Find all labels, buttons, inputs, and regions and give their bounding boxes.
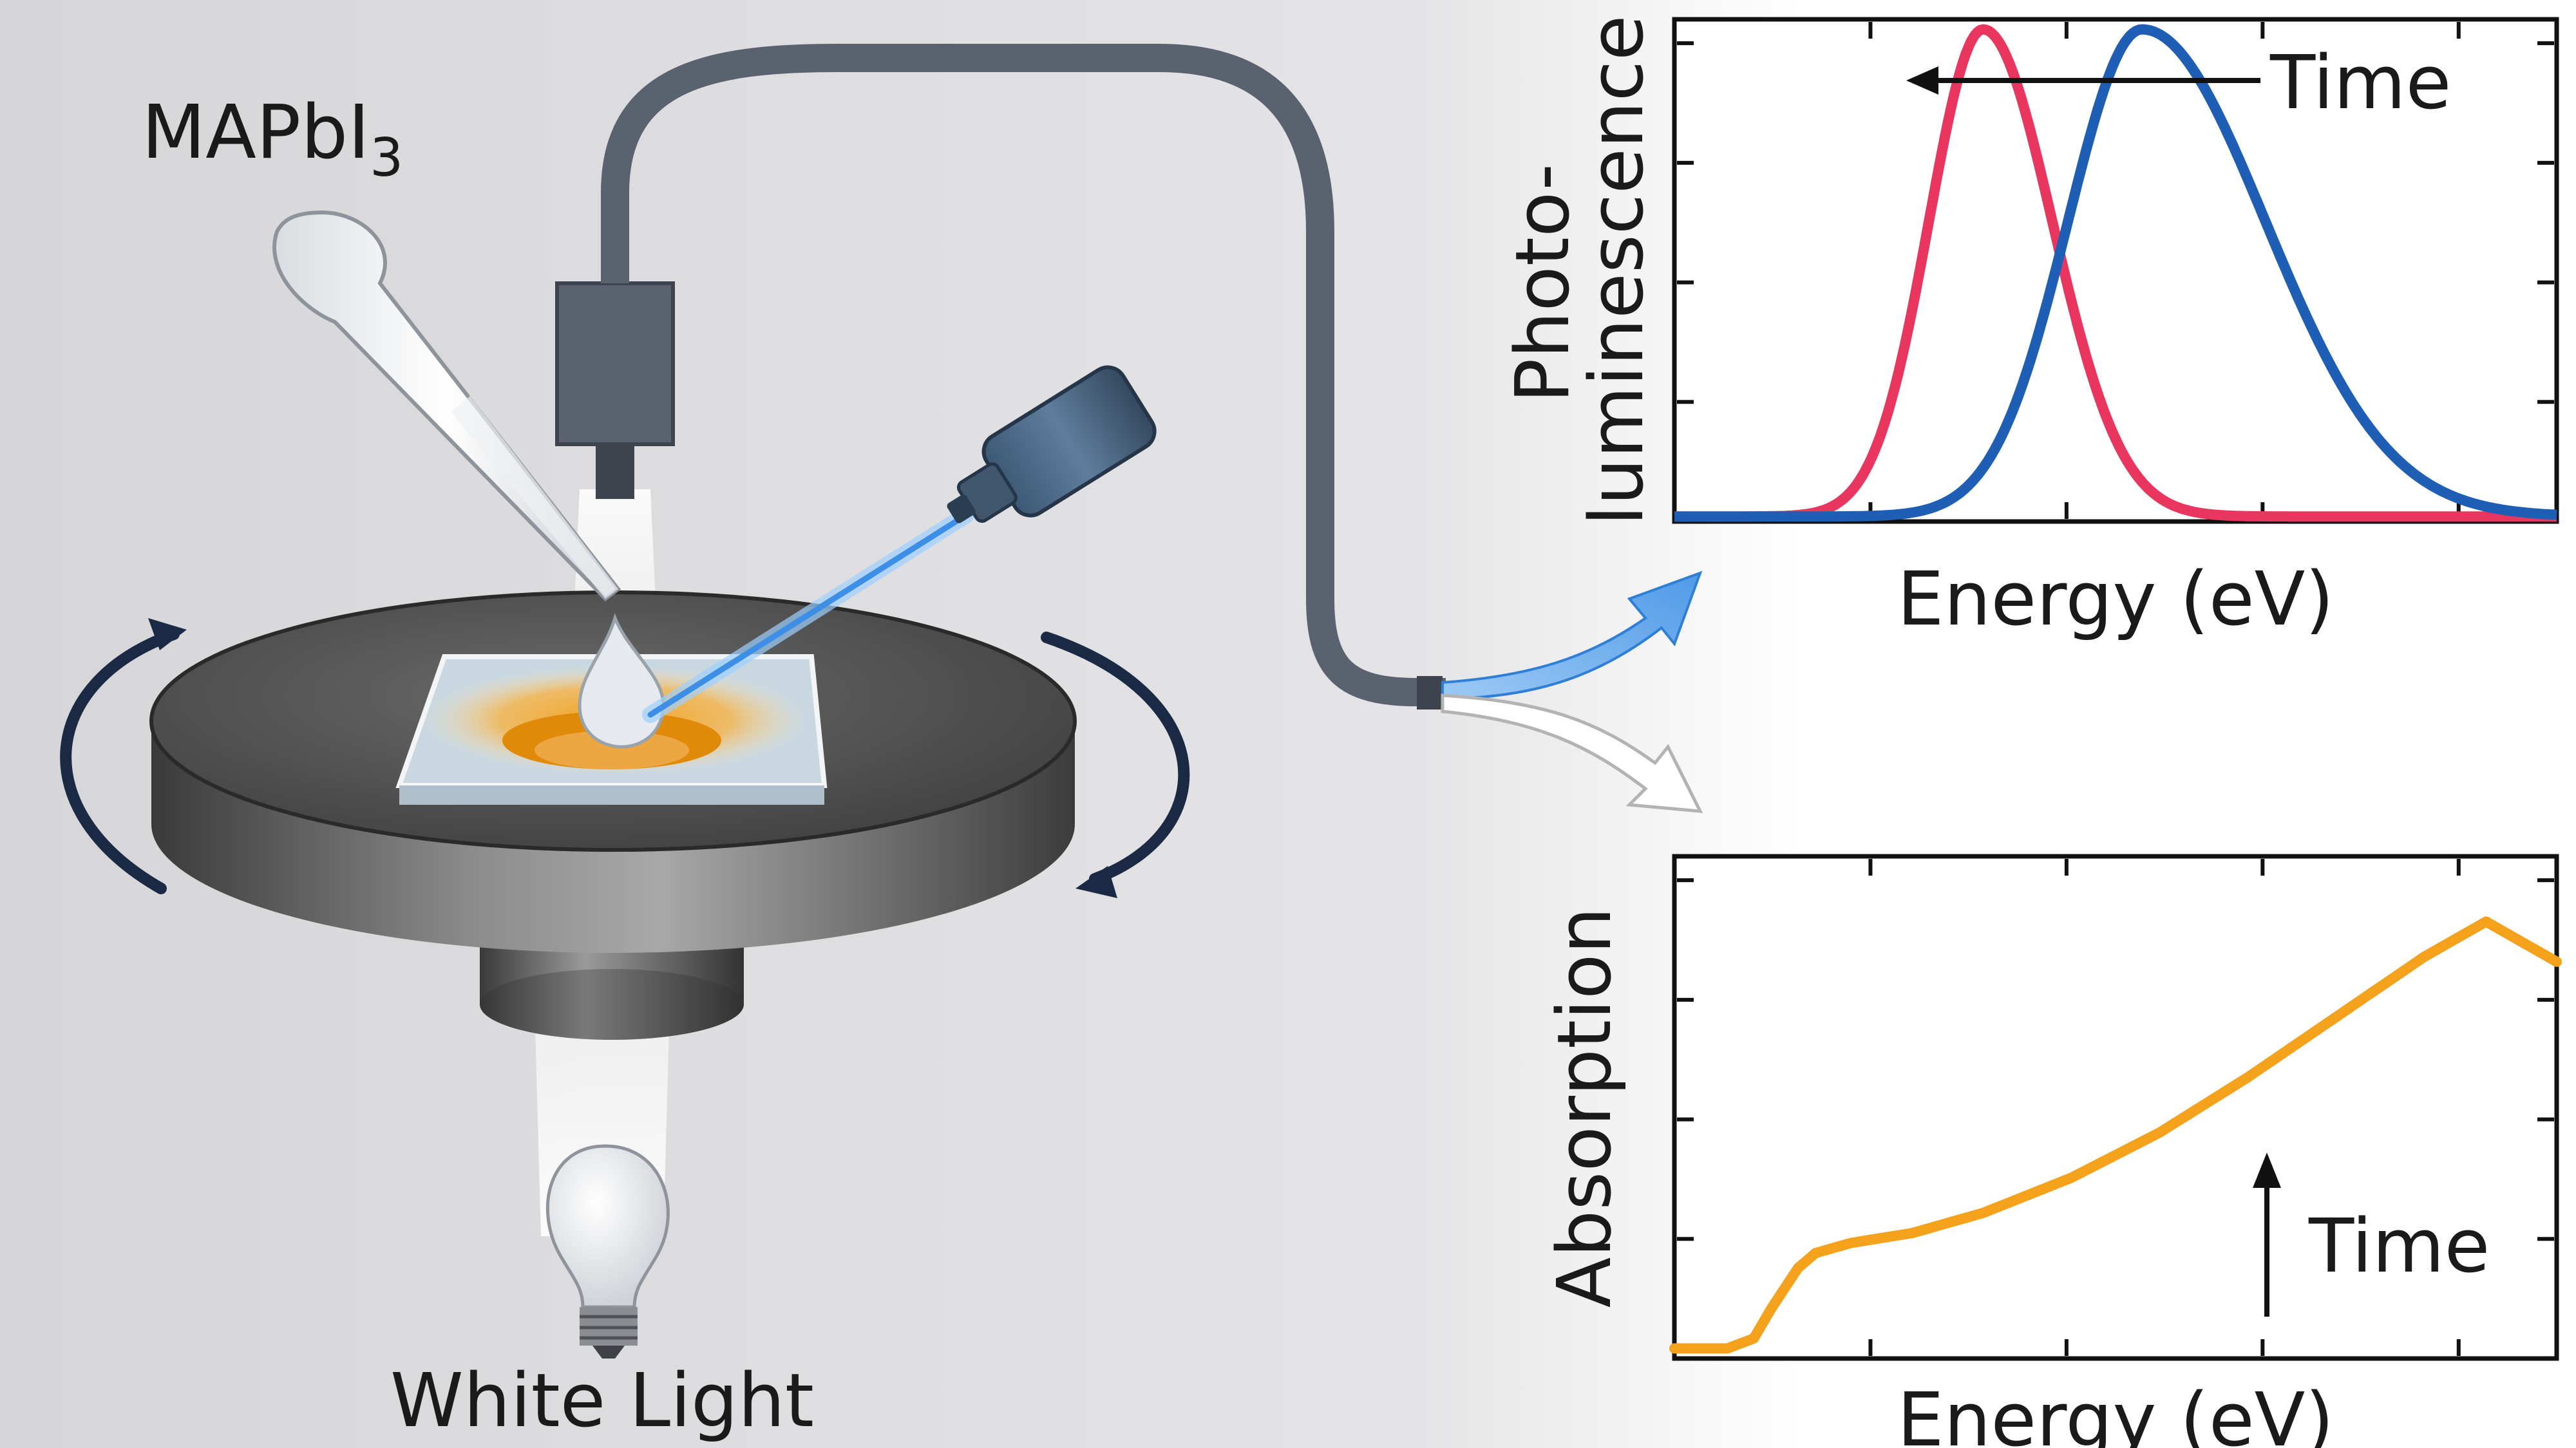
pl-ylabel-line1: Photo- xyxy=(1500,164,1586,403)
rotation-arrowhead-2 xyxy=(1075,866,1117,898)
optical-fiber xyxy=(601,44,1446,706)
setup-illustration: MAPbI3 White Light xyxy=(60,44,1446,1444)
rotation-arrowhead xyxy=(148,618,187,650)
rotation-arrow-icon-2 xyxy=(1041,632,1190,885)
pl-chart: Time Photo- luminescence Energy (eV) xyxy=(1500,15,2559,643)
pipette-icon xyxy=(272,210,621,601)
abs-series xyxy=(1669,916,2562,1354)
laser-icon xyxy=(947,365,1157,523)
laser-beam xyxy=(647,512,969,718)
abs-series-line-1 xyxy=(1669,916,2562,1354)
pl-signal-arrow xyxy=(1441,570,1703,700)
pl-series-line-1 xyxy=(1672,24,2559,522)
precursor-label: MAPbI3 xyxy=(142,89,403,189)
pl-ylabel-line2: luminescence xyxy=(1574,15,1660,525)
light-bulb-icon xyxy=(546,1144,670,1359)
abs-ylabel: Absorption xyxy=(1542,907,1628,1308)
rotation-arrow-icon xyxy=(60,628,180,894)
abs-xlabel: Energy (eV) xyxy=(1897,1377,2334,1448)
abs-ticks xyxy=(1677,859,2554,1356)
light-source-label: White Light xyxy=(390,1358,814,1444)
abs-time-label: Time xyxy=(2308,1203,2490,1290)
fiber-connector xyxy=(1417,676,1443,710)
pl-time-arrowhead xyxy=(1906,66,1938,95)
abs-plot-frame xyxy=(1672,854,2559,1361)
abs-time-arrowhead xyxy=(2253,1152,2281,1188)
pl-xlabel: Energy (eV) xyxy=(1897,556,2334,643)
pl-series-line-2 xyxy=(1672,24,2559,522)
pl-time-label: Time xyxy=(2269,40,2451,126)
pl-series xyxy=(1672,24,2559,522)
absorption-signal-arrow xyxy=(1441,693,1703,813)
abs-chart: Time Absorption Energy (eV) xyxy=(1542,854,2562,1448)
